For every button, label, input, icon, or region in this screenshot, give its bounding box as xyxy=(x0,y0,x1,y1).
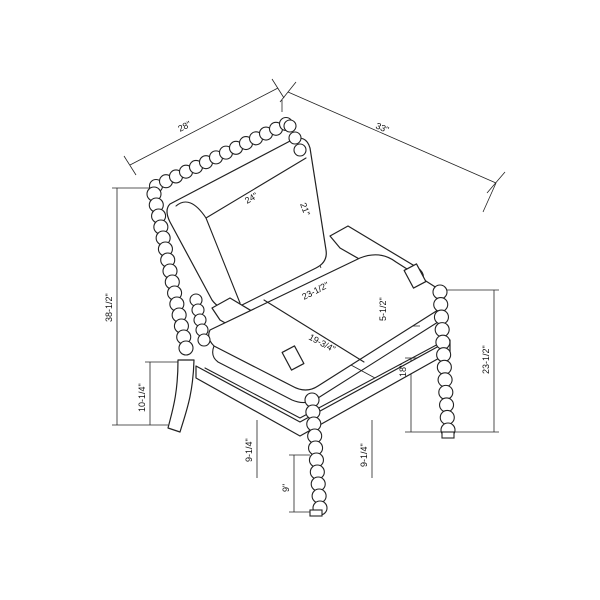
spindle-bead xyxy=(178,340,194,356)
spindle-bead xyxy=(433,309,450,325)
back-height-label: 21" xyxy=(298,201,312,217)
back-cushion xyxy=(166,137,327,310)
right-arm-end-cap xyxy=(403,263,427,289)
spindle-bead xyxy=(293,143,307,157)
front-leg-height-label: 9" xyxy=(281,484,291,492)
rear-leg-height-label: 10-1/4" xyxy=(137,383,147,412)
spindle-bead xyxy=(438,397,455,413)
seat-height-label: 18" xyxy=(398,364,408,377)
spindle-bead xyxy=(436,347,452,363)
overall-depth-label: 33" xyxy=(374,121,390,135)
spindle-bead xyxy=(436,359,452,375)
spindle-bead xyxy=(435,334,451,350)
chair-body xyxy=(146,116,456,517)
leg-foot xyxy=(309,509,323,517)
arm-height-label: 23-1/2" xyxy=(481,345,491,374)
spindle-bead xyxy=(283,119,297,133)
leg-foot xyxy=(441,431,455,439)
spindle-bead xyxy=(197,333,211,347)
rear-leg xyxy=(167,359,195,433)
spindle-bead xyxy=(439,409,455,426)
front-clearance-left-label: 9-1/4" xyxy=(244,438,254,462)
spindle-bead xyxy=(433,296,449,313)
spindle-bead xyxy=(438,384,454,400)
spindle-bead xyxy=(437,372,453,388)
overall-height-label: 38-1/2" xyxy=(104,293,114,322)
overall-width-label: 28" xyxy=(176,119,192,134)
arm-above-seat-label: 5-1/2" xyxy=(378,297,388,321)
left-arm-end-cap xyxy=(281,345,305,371)
spindle-bead xyxy=(288,131,302,145)
spindle-bead xyxy=(432,284,448,300)
spindle-bead xyxy=(434,322,450,338)
front-clearance-right-label: 9-1/4" xyxy=(359,443,369,467)
back-spindle-frame xyxy=(146,116,307,356)
front-spindles xyxy=(189,284,456,517)
